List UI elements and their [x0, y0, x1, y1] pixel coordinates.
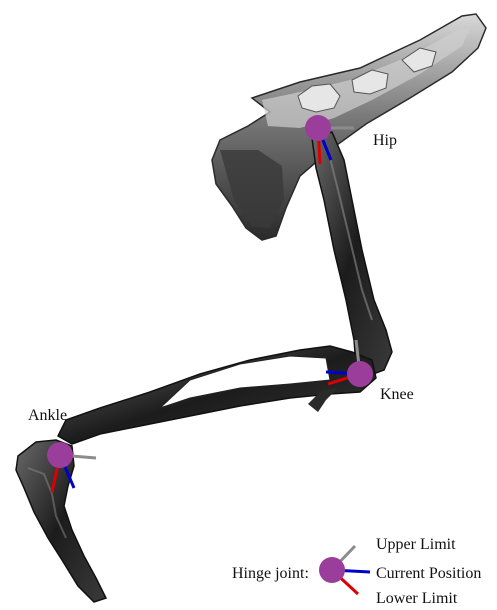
legend-hinge-joint-icon	[319, 546, 370, 594]
legend-current-position-label: Current Position	[376, 565, 481, 583]
tibia-fibula-bone	[58, 346, 376, 444]
legend-lower-limit-label: Lower Limit	[376, 590, 457, 608]
femur-bone	[312, 132, 392, 376]
legend-hinge-joint-label: Hinge joint:	[232, 565, 309, 583]
hip-label: Hip	[373, 132, 397, 150]
ankle-label: Ankle	[28, 407, 67, 425]
knee-label: Knee	[380, 386, 414, 404]
legend-upper-limit-label: Upper Limit	[376, 536, 456, 554]
